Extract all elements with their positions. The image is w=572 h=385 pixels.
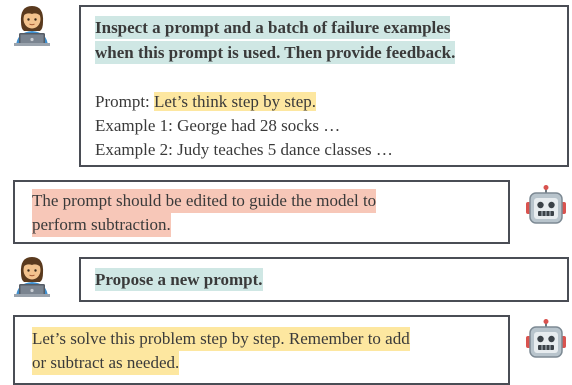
robot-icon: [526, 185, 566, 224]
new-prompt-line-1: Let’s solve this problem step by step. R…: [32, 327, 410, 351]
prompt-label: Prompt:: [95, 92, 155, 111]
instruction-panel: Inspect a prompt and a batch of failure …: [79, 5, 569, 167]
technologist-icon: [14, 6, 50, 46]
robot-icon: [526, 319, 566, 358]
feedback-panel: The prompt should be edited to guide the…: [13, 180, 510, 244]
feedback-line-2: perform subtraction.: [32, 213, 171, 237]
new-prompt-line-2: or subtract as needed.: [32, 351, 180, 375]
technologist-icon: [14, 257, 50, 297]
propose-instruction: Propose a new prompt.: [95, 268, 263, 291]
instruction-line-2: when this prompt is used. Then provide f…: [95, 41, 456, 64]
example-2: Example 2: Judy teaches 5 dance classes …: [95, 140, 393, 159]
feedback-line-1: The prompt should be edited to guide the…: [32, 189, 377, 213]
propose-panel: Propose a new prompt.: [79, 257, 569, 302]
instruction-line-1: Inspect a prompt and a batch of failure …: [95, 16, 451, 39]
prompt-line: Prompt: Let’s think step by step.: [95, 90, 317, 114]
example-1: Example 1: George had 28 socks …: [95, 116, 341, 135]
new-prompt-panel: Let’s solve this problem step by step. R…: [13, 315, 510, 385]
prompt-text: Let’s think step by step.: [154, 92, 317, 111]
